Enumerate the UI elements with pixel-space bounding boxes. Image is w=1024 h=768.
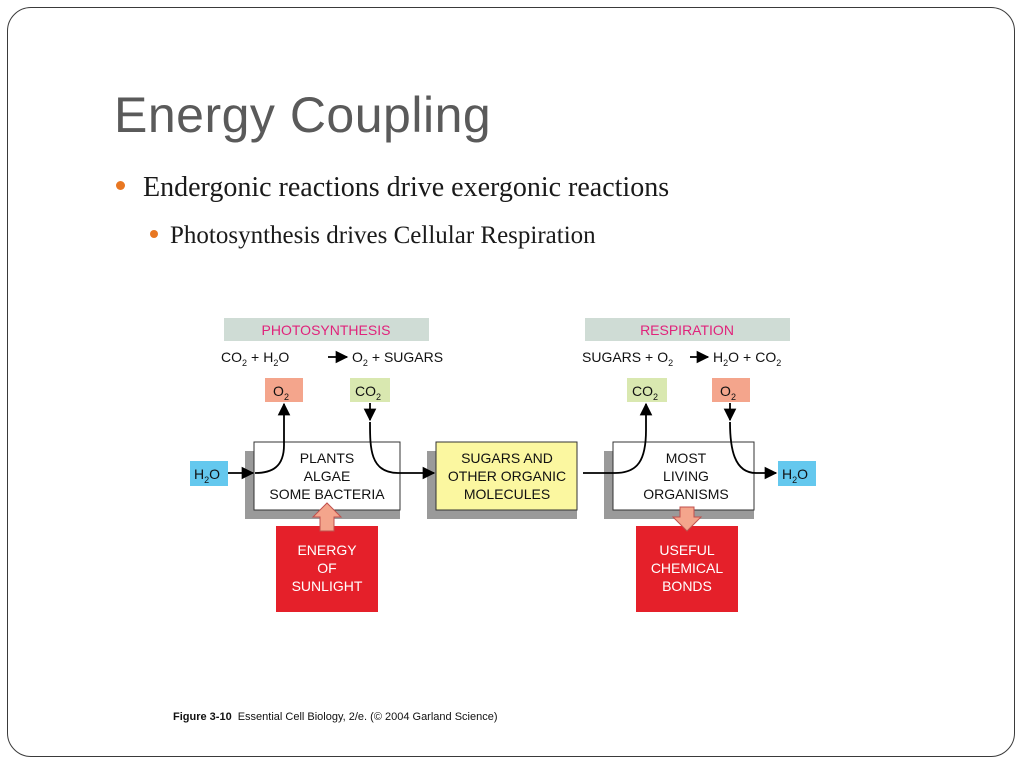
organisms-to-h2o-arrow	[729, 421, 778, 480]
sugars-box	[435, 441, 578, 511]
respiration-header: RESPIRATION	[640, 322, 734, 338]
co2-input-label: CO2	[355, 383, 381, 402]
respiration-header-bg	[585, 318, 790, 341]
figure-number: Figure 3-10	[173, 711, 232, 723]
svg-text:O2+ SUGARS: O2+ SUGARS	[352, 349, 443, 368]
o2-input-tag	[712, 378, 750, 402]
sugars-to-co2-arrow	[583, 402, 653, 474]
svg-text:SOME BACTERIA: SOME BACTERIA	[269, 486, 385, 502]
svg-text:SUGARS AND: SUGARS AND	[461, 450, 553, 466]
svg-text:CO2+H2O: CO2+H2O	[221, 349, 289, 368]
svg-text:ENERGY: ENERGY	[297, 542, 357, 558]
bonds-down-arrow-icon	[671, 506, 703, 532]
h2o-output-tag	[778, 461, 816, 486]
o2-output-label: O2	[273, 383, 289, 402]
plants-to-sugars-arrow	[369, 421, 436, 480]
sugars-box-text: SUGARS AND OTHER ORGANIC MOLECULES	[448, 450, 566, 502]
figure-source: Essential Cell Biology, 2/e. (© 2004 Gar…	[237, 711, 498, 723]
svg-text:SUGARS +O2: SUGARS +O2	[582, 349, 673, 368]
o2-output-tag	[265, 378, 303, 402]
bullet-level-1: Endergonic reactions drive exergonic rea…	[116, 172, 669, 204]
svg-text:USEFUL: USEFUL	[659, 542, 714, 558]
svg-text:MOLECULES: MOLECULES	[464, 486, 550, 502]
co2-input-tag	[350, 378, 390, 402]
chemical-bonds-text: USEFUL CHEMICAL BONDS	[651, 542, 724, 594]
svg-text:OTHER ORGANIC: OTHER ORGANIC	[448, 468, 566, 484]
svg-text:SUNLIGHT: SUNLIGHT	[292, 578, 363, 594]
svg-text:BONDS: BONDS	[662, 578, 712, 594]
organisms-box-text: MOST LIVING ORGANISMS	[643, 450, 729, 502]
sunlight-energy-text: ENERGY OF SUNLIGHT	[292, 542, 363, 594]
co2-output-tag	[627, 378, 667, 402]
h2o-input-label: H2O	[194, 466, 220, 485]
respiration-equation: SUGARS +O2 H2O+CO2	[582, 349, 781, 368]
svg-text:PLANTS: PLANTS	[300, 450, 354, 466]
bullet-dot-icon	[150, 230, 158, 239]
svg-text:MOST: MOST	[666, 450, 707, 466]
svg-text:ALGAE: ALGAE	[304, 468, 351, 484]
bullet-1-text: Endergonic reactions drive exergonic rea…	[143, 172, 670, 203]
svg-text:CHEMICAL: CHEMICAL	[651, 560, 724, 576]
h2o-output-label: H2O	[782, 466, 808, 485]
plants-box-text: PLANTS ALGAE SOME BACTERIA	[269, 450, 385, 502]
h2o-input-tag	[190, 461, 228, 486]
bullet-2-text: Photosynthesis drives Cellular Respirati…	[170, 222, 596, 249]
slide-frame	[7, 7, 1015, 757]
svg-text:ORGANISMS: ORGANISMS	[643, 486, 729, 502]
flow-arrows	[228, 402, 778, 480]
co2-output-label: CO2	[632, 383, 658, 402]
photosynthesis-header: PHOTOSYNTHESIS	[262, 322, 391, 338]
sunlight-energy-box	[276, 526, 378, 612]
figure-caption: Figure 3-10 Essential Cell Biology, 2/e. …	[173, 711, 498, 723]
svg-text:LIVING: LIVING	[663, 468, 709, 484]
chemical-bonds-box	[636, 526, 738, 612]
photosynthesis-header-bg	[224, 318, 429, 341]
sunlight-up-arrow-icon	[311, 502, 343, 532]
bullet-level-2: Photosynthesis drives Cellular Respirati…	[150, 222, 596, 250]
photosynthesis-equation: CO2+H2O O2+ SUGARS	[221, 349, 443, 368]
plants-to-o2-arrow	[254, 402, 291, 474]
bullet-dot-icon	[116, 181, 125, 191]
o2-input-label: O2	[720, 383, 736, 402]
svg-text:OF: OF	[317, 560, 336, 576]
svg-text:H2O+CO2: H2O+CO2	[713, 349, 781, 368]
organisms-box	[612, 441, 755, 511]
plants-box	[253, 441, 401, 511]
slide-title: Energy Coupling	[114, 87, 492, 143]
